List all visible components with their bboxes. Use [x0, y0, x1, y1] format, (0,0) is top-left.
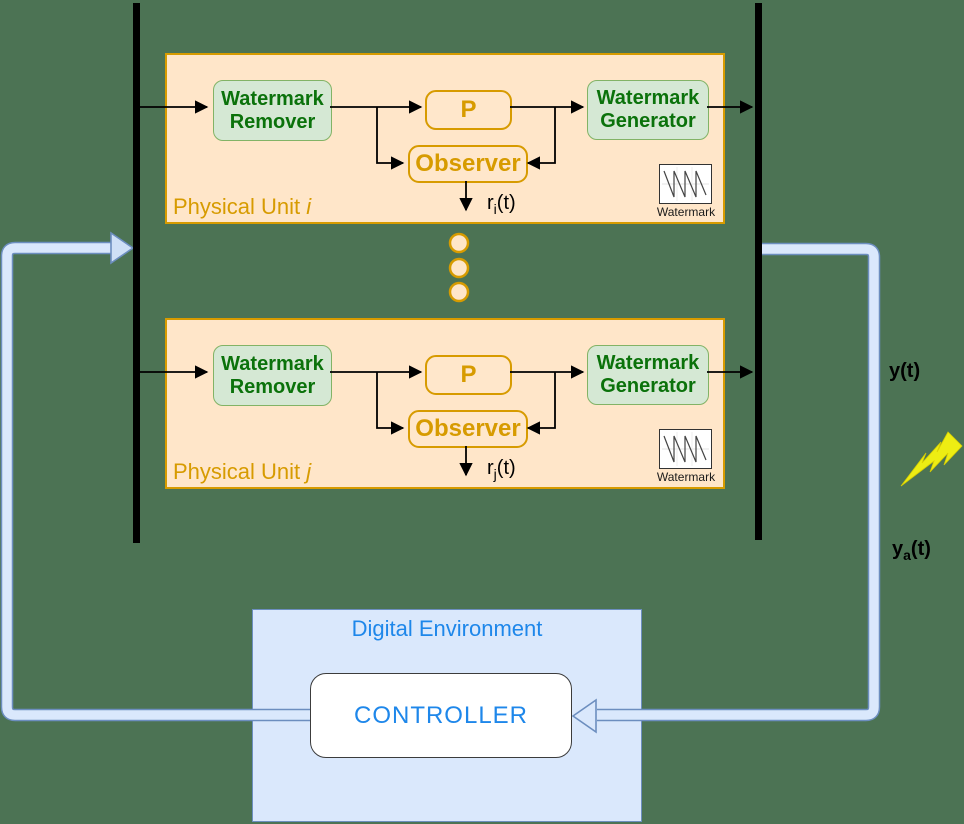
- bus-bar-right: [755, 3, 762, 540]
- digital-environment-title: Digital Environment: [351, 616, 543, 641]
- physical-unit-j-box: Watermark Remover P Observer Watermark G…: [165, 318, 725, 489]
- controller-label: CONTROLLER: [353, 701, 529, 729]
- watermark-caption: Watermark: [656, 470, 716, 484]
- residual-signal-i: ri(t): [487, 192, 516, 217]
- watermark-signal-icon: [659, 429, 712, 469]
- plant-i: P: [425, 90, 512, 130]
- observer-j: Observer: [408, 410, 528, 448]
- watermark-signal-icon: [659, 164, 712, 204]
- plant-j: P: [425, 355, 512, 395]
- pipe-arrowhead-into-plants: [110, 231, 135, 265]
- watermark-caption: Watermark: [656, 205, 716, 219]
- attack-lightning-icon: [900, 431, 963, 487]
- physical-unit-i-title: Physical Unit i: [173, 194, 312, 219]
- output-signal-label: y(t): [889, 360, 921, 382]
- observer-i: Observer: [408, 145, 528, 183]
- watermark-remover-j: Watermark Remover: [213, 345, 332, 406]
- bus-bar-left: [133, 3, 140, 543]
- ellipsis-dots: [448, 232, 470, 303]
- watermark-remover-i: Watermark Remover: [213, 80, 332, 141]
- attacked-output-signal-label: ya(t): [892, 538, 931, 563]
- controller-box: CONTROLLER: [310, 673, 572, 758]
- watermark-generator-j: Watermark Generator: [587, 345, 709, 405]
- watermark-generator-i: Watermark Generator: [587, 80, 709, 140]
- residual-signal-j: rj(t): [487, 457, 516, 482]
- physical-unit-i-box: Watermark Remover P Observer Watermark G…: [165, 53, 725, 224]
- physical-unit-j-title: Physical Unit j: [173, 459, 312, 484]
